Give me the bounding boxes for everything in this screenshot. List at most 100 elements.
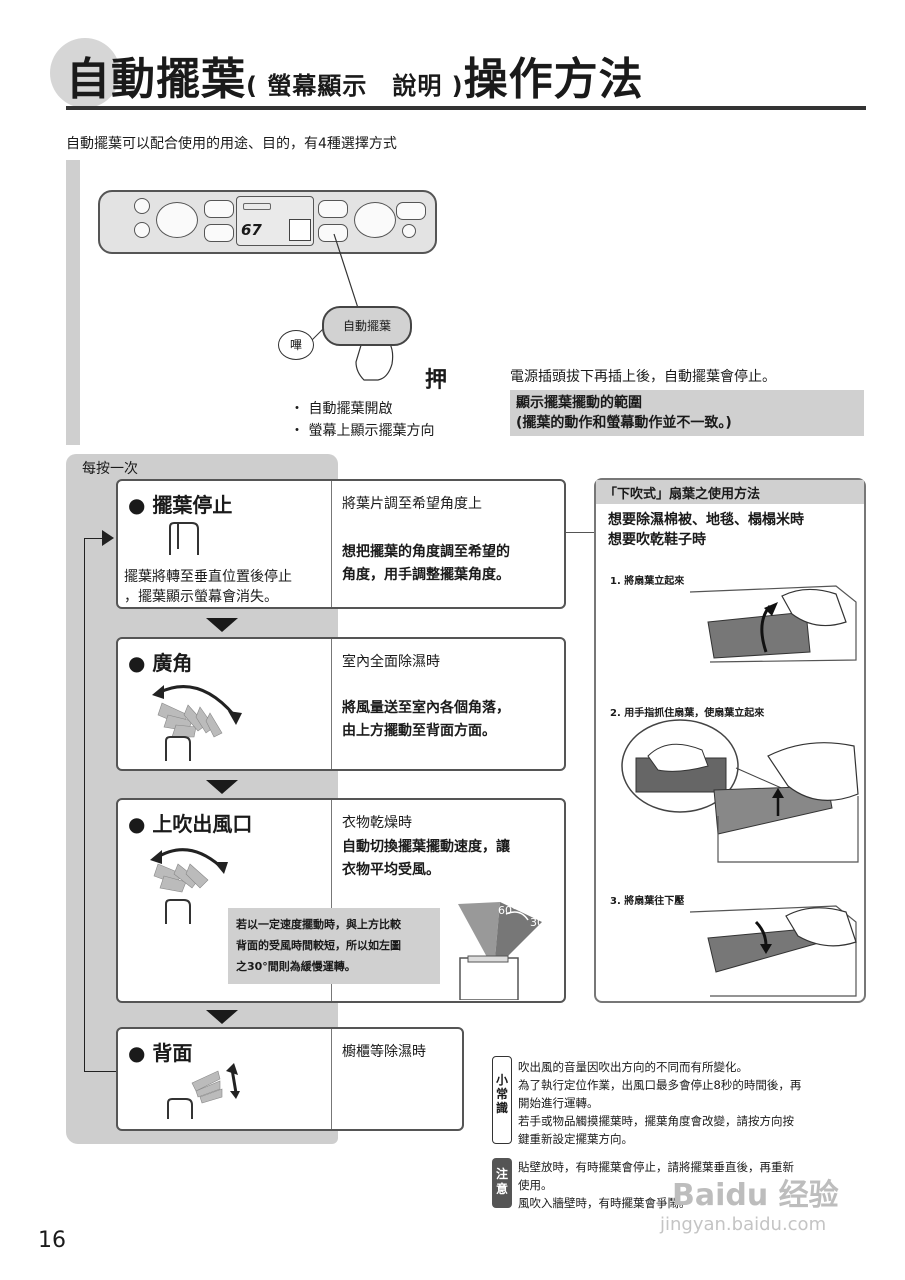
mode-divider [331, 639, 332, 769]
cycle-arrowhead [102, 530, 114, 546]
louver-back-swing-icon [167, 1063, 240, 1119]
panel-button-a [204, 200, 234, 218]
power-note: 電源插頭拔下再插上後，自動擺葉會停止。 [510, 369, 776, 385]
mode-subtitle: 將葉片調至希望角度上 [342, 496, 482, 512]
step-1-label: 1. 將扇葉立起來 [610, 576, 685, 587]
cycle-line-bottom [84, 1071, 116, 1072]
range-note-line: 顯示擺葉擺動的範圍 [516, 395, 642, 411]
speed-note-line: 若以一定速度擺動時，與上方比較 [236, 918, 401, 931]
mode-description-line: 角度，用手調整擺葉角度。 [342, 567, 510, 583]
step-2-label: 2. 用手指抓住扇葉，使扇葉立起來 [610, 708, 765, 719]
each-press-label: 每按一次 [82, 461, 138, 477]
angle-30-label: 30° [530, 916, 550, 929]
power-icon [134, 198, 150, 214]
control-panel-illustration: 67 [98, 190, 437, 254]
panel-button-d [396, 202, 426, 220]
panel-connector-line [566, 532, 596, 533]
press-label: 押 [425, 368, 448, 393]
display-digits: 67 [241, 221, 262, 239]
next-mode-arrow [206, 618, 238, 632]
intro-text: 自動擺葉可以配合使用的用途、目的，有4種選擇方式 [66, 136, 397, 152]
tips-line: 吹出風的音量因吹出方向的不同而有所變化。 [518, 1060, 748, 1074]
title-part-1: 自動擺葉 [66, 54, 246, 105]
mode-divider [331, 800, 332, 1001]
purpose-line: 想要除濕棉被、地毯、榻榻米時 [608, 512, 804, 528]
downward-louver-purpose: 想要除濕棉被、地毯、榻榻米時 想要吹乾鞋子時 [608, 510, 804, 550]
title-paren: ( 螢幕顯示 說明 ) [246, 72, 464, 100]
mode-subtitle: 衣物乾燥時 [342, 815, 412, 831]
mode-description-line: 由上方擺動至背面方面。 [342, 723, 496, 739]
mode-description-line: 自動切換擺葉擺動速度，讓 [342, 839, 510, 855]
cycle-line-top [84, 538, 104, 539]
mode-note-line: 擺葉將轉至垂直位置後停止 [124, 569, 292, 585]
speed-note-line: 背面的受風時間較短，所以如左圖 [236, 939, 401, 952]
tips-line: 開始進行運轉。 [518, 1096, 599, 1110]
mode-note: 擺葉將轉至垂直位置後停止 ，擺葉顯示螢幕會消失。 [124, 567, 292, 607]
caution-line: 使用。 [518, 1178, 553, 1192]
angle-60-label: 60° [498, 904, 518, 917]
tips-line: 為了執行定位作業，出風口最多會停止8秒的時間後，再 [518, 1078, 802, 1092]
title-rule [66, 106, 866, 110]
mode-title: ● 廣角 [128, 651, 193, 675]
mode-description-line: 將風量送至室內各個角落， [342, 700, 510, 716]
mode-description-line: 衣物平均受風。 [342, 862, 440, 878]
display-bar [243, 203, 271, 210]
mode-description: 將風量送至室內各個角落， 由上方擺動至背面方面。 [342, 697, 510, 743]
beep-bubble: 嗶 [278, 330, 314, 360]
mode-wide-angle: ● 廣角 室內全面除濕時 將風量送至室內各個角落， 由上方擺動至背面方面。 [116, 637, 566, 771]
watermark-url: jingyan.baidu.com [660, 1214, 827, 1235]
angle-diagram: 60° 30° [458, 902, 550, 1000]
panel-button-b [204, 224, 234, 242]
mode-subtitle: 室內全面除濕時 [342, 654, 440, 670]
tips-text: 吹出風的音量因吹出方向的不同而有所變化。 為了執行定位作業，出風口最多會停止8秒… [518, 1058, 801, 1148]
timer-icon [402, 224, 416, 238]
mode-back: ● 背面 櫥櫃等除濕時 [116, 1027, 464, 1131]
next-mode-arrow [206, 1010, 238, 1024]
press-result-item: ・ 自動擺葉開啟 [290, 401, 393, 417]
caution-label: 注意 [492, 1158, 512, 1208]
tips-label: 小常識 [492, 1056, 512, 1144]
cycle-line-vertical [84, 538, 85, 1072]
mode-description-line: 想把擺葉的角度調至希望的 [342, 544, 510, 560]
panel-button-c [318, 200, 348, 218]
mode-divider [331, 481, 332, 607]
tips-line: 若手或物品觸摸擺葉時，擺葉角度會改變，請按方向按 [518, 1114, 794, 1128]
caution-line: 貼壁放時，有時擺葉會停止，請將擺葉垂直後，再重新 [518, 1160, 794, 1174]
downward-louver-title: 「下吹式」扇葉之使用方法 [604, 487, 761, 502]
mode-title: ● 上吹出風口 [128, 812, 253, 836]
mode-divider [331, 1029, 332, 1129]
title-part-2: 操作方法 [463, 54, 644, 105]
speed-note-box: 若以一定速度擺動時，與上方比較 背面的受風時間較短，所以如左圖 之30°間則為緩… [228, 908, 440, 984]
mode-subtitle: 櫥櫃等除濕時 [342, 1044, 426, 1060]
range-note-box: 顯示擺葉擺動的範圍 (擺葉的動作和螢幕動作並不一致。) [510, 390, 864, 436]
downward-louver-header [596, 480, 864, 504]
step-3-illustration [689, 905, 857, 997]
mode-title: ● 背面 [128, 1041, 193, 1065]
step-3-label: 3. 將扇葉往下壓 [610, 896, 685, 907]
mode-description: 想把擺葉的角度調至希望的 角度，用手調整擺葉角度。 [342, 541, 510, 587]
panel-auto-louver-button [318, 224, 348, 242]
watermark-logo: Baidu 经验 [672, 1178, 839, 1213]
mode-description: 自動切換擺葉擺動速度，讓 衣物平均受風。 [342, 836, 510, 882]
section-strip [66, 160, 80, 445]
panel-display: 67 [236, 196, 314, 246]
page-title: 自動擺葉( 螢幕顯示 說明 )操作方法 [66, 50, 644, 116]
louver-vertical-icon [169, 522, 199, 555]
step-2-illustration [621, 719, 859, 863]
next-mode-arrow [206, 780, 238, 794]
mode-icon [134, 222, 150, 238]
speed-note-line: 之30°間則為緩慢運轉。 [236, 960, 356, 973]
page-number: 16 [38, 1228, 66, 1253]
louver-wide-swing-icon [152, 685, 242, 761]
auto-louver-button: 自動擺葉 [322, 306, 412, 346]
purpose-line: 想要吹乾鞋子時 [608, 532, 706, 548]
caution-text: 貼壁放時，有時擺葉會停止，請將擺葉垂直後，再重新 使用。 風吹入牆壁時，有時擺葉… [518, 1158, 794, 1212]
louver-upward-swing-icon [150, 848, 228, 924]
display-louver-icon [289, 219, 311, 241]
panel-round-button-right [354, 202, 396, 238]
panel-round-button-left [156, 202, 198, 238]
caution-line: 風吹入牆壁時，有時擺葉會爭鬧。 [518, 1196, 691, 1210]
mode-stop: ● 擺葉停止 將葉片調至希望角度上 想把擺葉的角度調至希望的 角度，用手調整擺葉… [116, 479, 566, 609]
press-result-item: ・ 螢幕上顯示擺葉方向 [290, 423, 435, 439]
tips-line: 鍵重新設定擺葉方向。 [518, 1132, 633, 1146]
